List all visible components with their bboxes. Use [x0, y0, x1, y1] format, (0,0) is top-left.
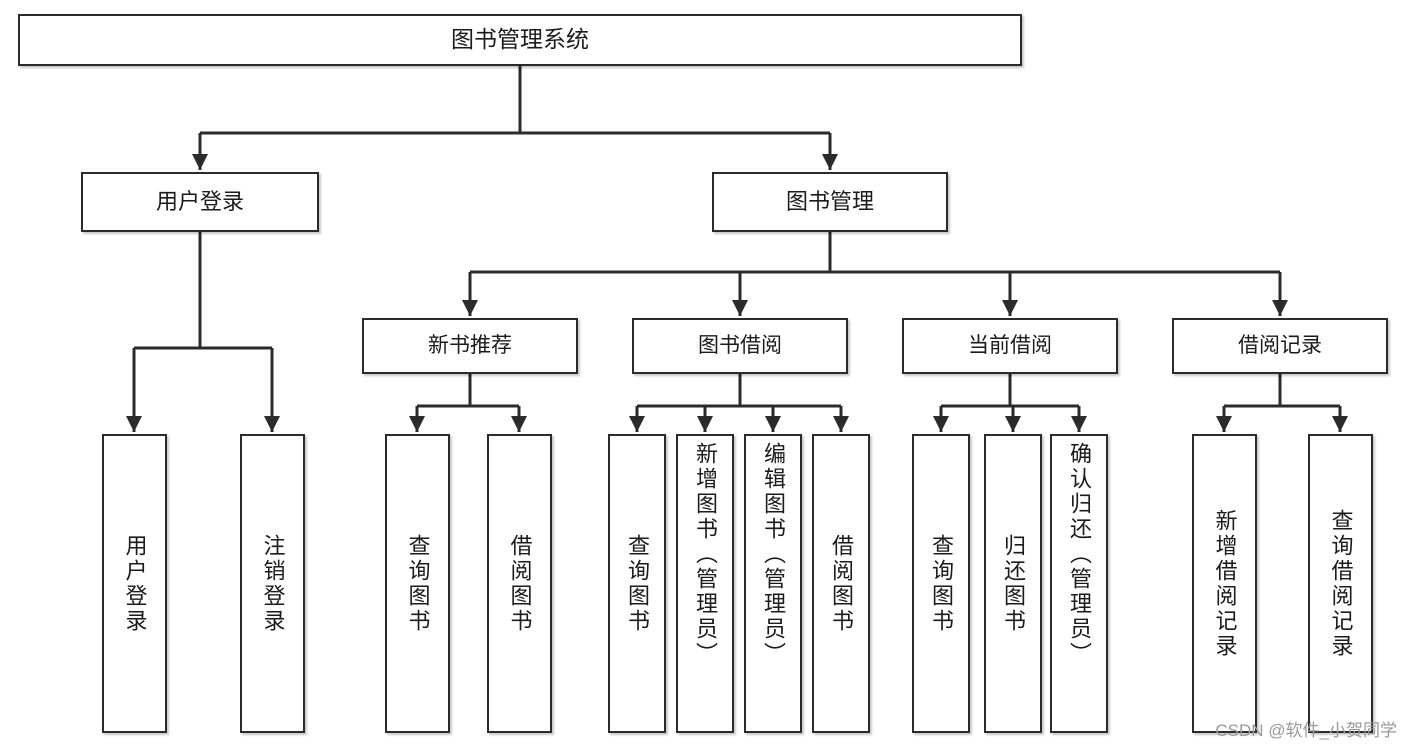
- node-leaf-query-book-3[interactable]: 查询图书: [912, 434, 970, 733]
- node-leaf-borrow-book-2-label: 借阅图书: [829, 533, 854, 634]
- node-leaf-user-logout[interactable]: 注销登录: [240, 434, 305, 733]
- node-root-label: 图书管理系统: [451, 26, 589, 53]
- node-user-login-label: 用户登录: [155, 189, 244, 215]
- node-current-borrow-label: 当前借阅: [968, 333, 1052, 357]
- node-leaf-confirm-return-admin[interactable]: 确认归还（管理员）: [1050, 434, 1108, 733]
- watermark: CSDN @软件_小贺同学: [1215, 721, 1397, 740]
- node-leaf-query-book-2-label: 查询图书: [625, 533, 650, 634]
- node-new-book-recommend-label: 新书推荐: [428, 333, 512, 357]
- node-new-book-recommend[interactable]: 新书推荐: [362, 318, 578, 374]
- node-leaf-borrow-book-1[interactable]: 借阅图书: [487, 434, 552, 733]
- node-leaf-add-borrow-record[interactable]: 新增借阅记录: [1192, 434, 1257, 733]
- node-leaf-borrow-book-1-label: 借阅图书: [507, 533, 533, 634]
- node-root[interactable]: 图书管理系统: [18, 14, 1022, 66]
- node-leaf-add-book-admin-label: 新增图书（管理员）: [693, 442, 718, 667]
- node-borrow-record[interactable]: 借阅记录: [1172, 318, 1388, 374]
- node-leaf-query-borrow-record[interactable]: 查询借阅记录: [1308, 434, 1373, 733]
- node-book-borrow[interactable]: 图书借阅: [632, 318, 848, 374]
- node-leaf-query-book-1[interactable]: 查询图书: [385, 434, 450, 733]
- node-leaf-query-book-1-label: 查询图书: [405, 533, 431, 634]
- node-leaf-confirm-return-admin-label: 确认归还（管理员）: [1067, 442, 1092, 667]
- node-book-borrow-label: 图书借阅: [698, 333, 782, 357]
- node-leaf-user-login[interactable]: 用户登录: [102, 434, 167, 733]
- node-leaf-query-borrow-record-label: 查询借阅记录: [1328, 508, 1354, 659]
- node-book-manage-label: 图书管理: [785, 189, 874, 215]
- node-current-borrow[interactable]: 当前借阅: [902, 318, 1118, 374]
- node-leaf-query-book-3-label: 查询图书: [929, 533, 954, 634]
- node-leaf-query-book-2[interactable]: 查询图书: [608, 434, 666, 733]
- node-leaf-add-borrow-record-label: 新增借阅记录: [1212, 508, 1238, 659]
- node-book-manage[interactable]: 图书管理: [712, 172, 948, 232]
- node-leaf-return-book[interactable]: 归还图书: [984, 434, 1042, 733]
- node-leaf-user-logout-label: 注销登录: [260, 533, 286, 634]
- node-leaf-user-login-label: 用户登录: [122, 533, 148, 634]
- node-leaf-add-book-admin[interactable]: 新增图书（管理员）: [676, 434, 734, 733]
- node-leaf-borrow-book-2[interactable]: 借阅图书: [812, 434, 870, 733]
- node-leaf-edit-book-admin-label: 编辑图书（管理员）: [761, 442, 786, 667]
- node-user-login[interactable]: 用户登录: [81, 172, 319, 232]
- node-borrow-record-label: 借阅记录: [1238, 333, 1322, 357]
- node-leaf-edit-book-admin[interactable]: 编辑图书（管理员）: [744, 434, 802, 733]
- node-leaf-return-book-label: 归还图书: [1001, 533, 1026, 634]
